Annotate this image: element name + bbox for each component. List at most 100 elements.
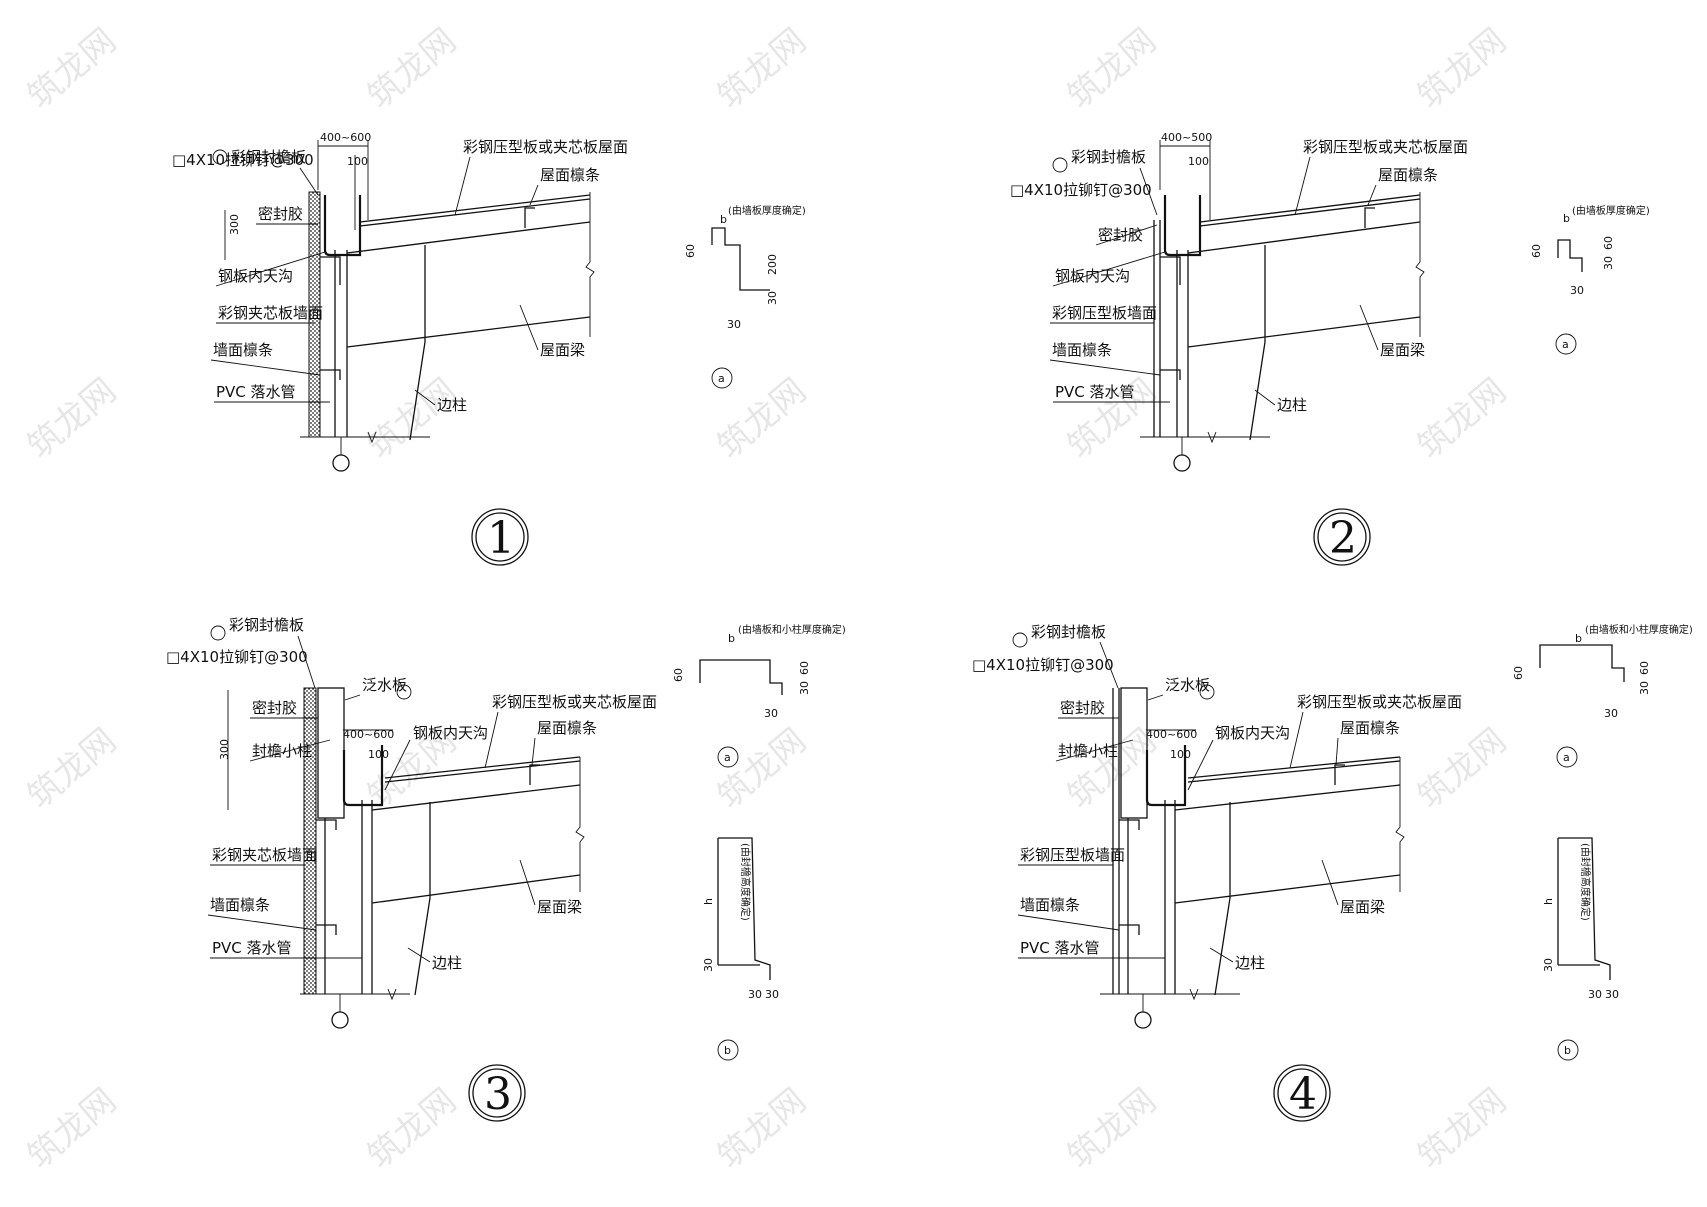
- label-roof: 彩钢压型板或夹芯板屋面: [463, 138, 628, 156]
- detail-number: 1: [487, 513, 515, 564]
- label-wall-purlin: 墙面檩条: [213, 341, 273, 359]
- watermark-text: 筑龙网: [1060, 21, 1164, 117]
- detail-2: 400~500 100 彩钢封檐板 □4X10拉铆钉@300 密封胶 钢板内天沟…: [1010, 131, 1650, 566]
- watermark-text: 筑龙网: [20, 21, 124, 117]
- label-sealant: 密封胶: [1060, 699, 1105, 717]
- label-sealant: 密封胶: [252, 699, 297, 717]
- sec-a-mark: a: [1563, 751, 1570, 764]
- label-post: 封檐小柱: [252, 742, 312, 760]
- label-sealant: 密封胶: [1098, 226, 1143, 244]
- label-roof-beam: 屋面梁: [1340, 898, 1385, 916]
- sec-b-note: (由封檐高度确定): [1579, 843, 1592, 921]
- sec-b-mark: b: [1564, 1044, 1571, 1057]
- sec-a-b: b: [1575, 632, 1582, 645]
- label-eave-panel: 彩钢封檐板: [231, 148, 306, 166]
- sec-a-60: 60: [672, 668, 685, 682]
- sec-a-60b: 60: [798, 661, 811, 675]
- sec-a-30b: 30: [1570, 284, 1584, 297]
- detail-1: 400~600 100 300 彩钢封檐板 □4X10拉铆钉@300 密封胶 钢…: [172, 131, 806, 566]
- watermark-text: 筑龙网: [710, 21, 814, 117]
- label-rivet: □4X10拉铆钉@300: [1010, 181, 1152, 199]
- label-rivet: □4X10拉铆钉@300: [166, 648, 308, 666]
- label-roof-purlin: 屋面檩条: [1378, 166, 1438, 184]
- dim-overhang: 400~600: [320, 131, 371, 144]
- label-roof-beam: 屋面梁: [540, 341, 585, 359]
- label-gutter: 钢板内天沟: [413, 724, 488, 742]
- watermark-text: 筑龙网: [710, 1081, 814, 1177]
- label-post: 封檐小柱: [1058, 742, 1118, 760]
- watermark-text: 筑龙网: [20, 721, 124, 817]
- label-wall: 彩钢压型板墙面: [1052, 304, 1157, 322]
- sec-a-60: 60: [1530, 244, 1543, 258]
- label-roof-purlin: 屋面檩条: [537, 719, 597, 737]
- sec-a-mark: a: [718, 372, 725, 385]
- detail-4: 400~600 100 彩钢封檐板 □4X10拉铆钉@300 泛水板 密封胶 封…: [972, 623, 1693, 1122]
- label-flashing: 泛水板: [362, 676, 407, 694]
- dim-100: 100: [347, 155, 368, 168]
- label-gutter: 钢板内天沟: [218, 267, 293, 285]
- label-roof: 彩钢压型板或夹芯板屋面: [1303, 138, 1468, 156]
- label-roof: 彩钢压型板或夹芯板屋面: [1297, 693, 1462, 711]
- label-roof-purlin: 屋面檩条: [540, 166, 600, 184]
- sec-b-h: h: [1542, 898, 1555, 905]
- label-downpipe: PVC 落水管: [216, 383, 296, 401]
- watermark-text: 筑龙网: [1410, 371, 1514, 467]
- label-downpipe: PVC 落水管: [1020, 939, 1100, 957]
- dim-overhang: 400~600: [1146, 728, 1197, 741]
- detail-number: 2: [1329, 513, 1357, 564]
- detail-3: 400~600 100 300 彩钢封檐板 □4X10拉铆钉@300 泛水板 密…: [166, 616, 846, 1122]
- label-flashing: 泛水板: [1165, 676, 1210, 694]
- label-roof-beam: 屋面梁: [1380, 341, 1425, 359]
- sec-a-60: 60: [1512, 666, 1525, 680]
- label-gutter: 钢板内天沟: [1055, 267, 1130, 285]
- label-roof: 彩钢压型板或夹芯板屋面: [492, 693, 657, 711]
- sec-a-30: 30: [1602, 256, 1615, 270]
- detail-number: 4: [1289, 1069, 1317, 1120]
- label-wall: 彩钢压型板墙面: [1020, 846, 1125, 864]
- label-column: 边柱: [1235, 954, 1265, 972]
- eave-panel-marker: [212, 149, 228, 165]
- detail-number: 3: [484, 1069, 512, 1120]
- watermark-text: 筑龙网: [20, 371, 124, 467]
- label-roof-purlin: 屋面檩条: [1340, 719, 1400, 737]
- sec-a-30: 30: [766, 291, 779, 305]
- label-rivet: □4X10拉铆钉@300: [972, 656, 1114, 674]
- sec-b-30b: 30: [1605, 988, 1619, 1001]
- axis-bubble: [332, 454, 350, 472]
- sec-a-60b: 60: [1602, 236, 1615, 250]
- sec-a-note: (由墙板和小柱厚度确定): [1585, 623, 1693, 636]
- watermark-text: 筑龙网: [360, 1081, 464, 1177]
- sec-a-mark: a: [724, 751, 731, 764]
- label-eave-panel: 彩钢封檐板: [1031, 623, 1106, 641]
- label-gutter: 钢板内天沟: [1215, 724, 1290, 742]
- watermark-text: 筑龙网: [1410, 21, 1514, 117]
- dim-100: 100: [1170, 748, 1191, 761]
- dim-300: 300: [228, 214, 241, 235]
- watermark-text: 筑龙网: [1060, 1081, 1164, 1177]
- dim-overhang: 400~600: [343, 728, 394, 741]
- dim-overhang: 400~500: [1161, 131, 1212, 144]
- watermark-text: 筑龙网: [1410, 1081, 1514, 1177]
- sec-a-b: b: [1563, 212, 1570, 225]
- dim-100: 100: [368, 748, 389, 761]
- sec-a-note: (由墙板厚度确定): [1572, 204, 1650, 217]
- label-downpipe: PVC 落水管: [1055, 383, 1135, 401]
- dim-300: 300: [218, 739, 231, 760]
- watermark-layer: 筑龙网 筑龙网 筑龙网 筑龙网 筑龙网 筑龙网 筑龙网 筑龙网 筑龙网 筑龙网 …: [20, 21, 1514, 1177]
- sec-a-note: (由墙板厚度确定): [728, 204, 806, 217]
- sec-b-h: h: [702, 898, 715, 905]
- sec-a-200: 200: [766, 254, 779, 275]
- label-column: 边柱: [1277, 396, 1307, 414]
- watermark-text: 筑龙网: [360, 371, 464, 467]
- label-rivet: □4X10拉铆钉@300: [172, 151, 314, 169]
- label-roof-beam: 屋面梁: [537, 898, 582, 916]
- sec-b-30: 30: [702, 958, 715, 972]
- sec-a-30b: 30: [764, 707, 778, 720]
- watermark-text: 筑龙网: [710, 371, 814, 467]
- sec-b-30: 30: [1542, 958, 1555, 972]
- label-wall-purlin: 墙面檩条: [1020, 896, 1080, 914]
- dim-100: 100: [1188, 155, 1209, 168]
- label-wall: 彩钢夹芯板墙面: [218, 304, 323, 322]
- label-sealant: 密封胶: [258, 205, 303, 223]
- sec-b-30a: 30: [748, 988, 762, 1001]
